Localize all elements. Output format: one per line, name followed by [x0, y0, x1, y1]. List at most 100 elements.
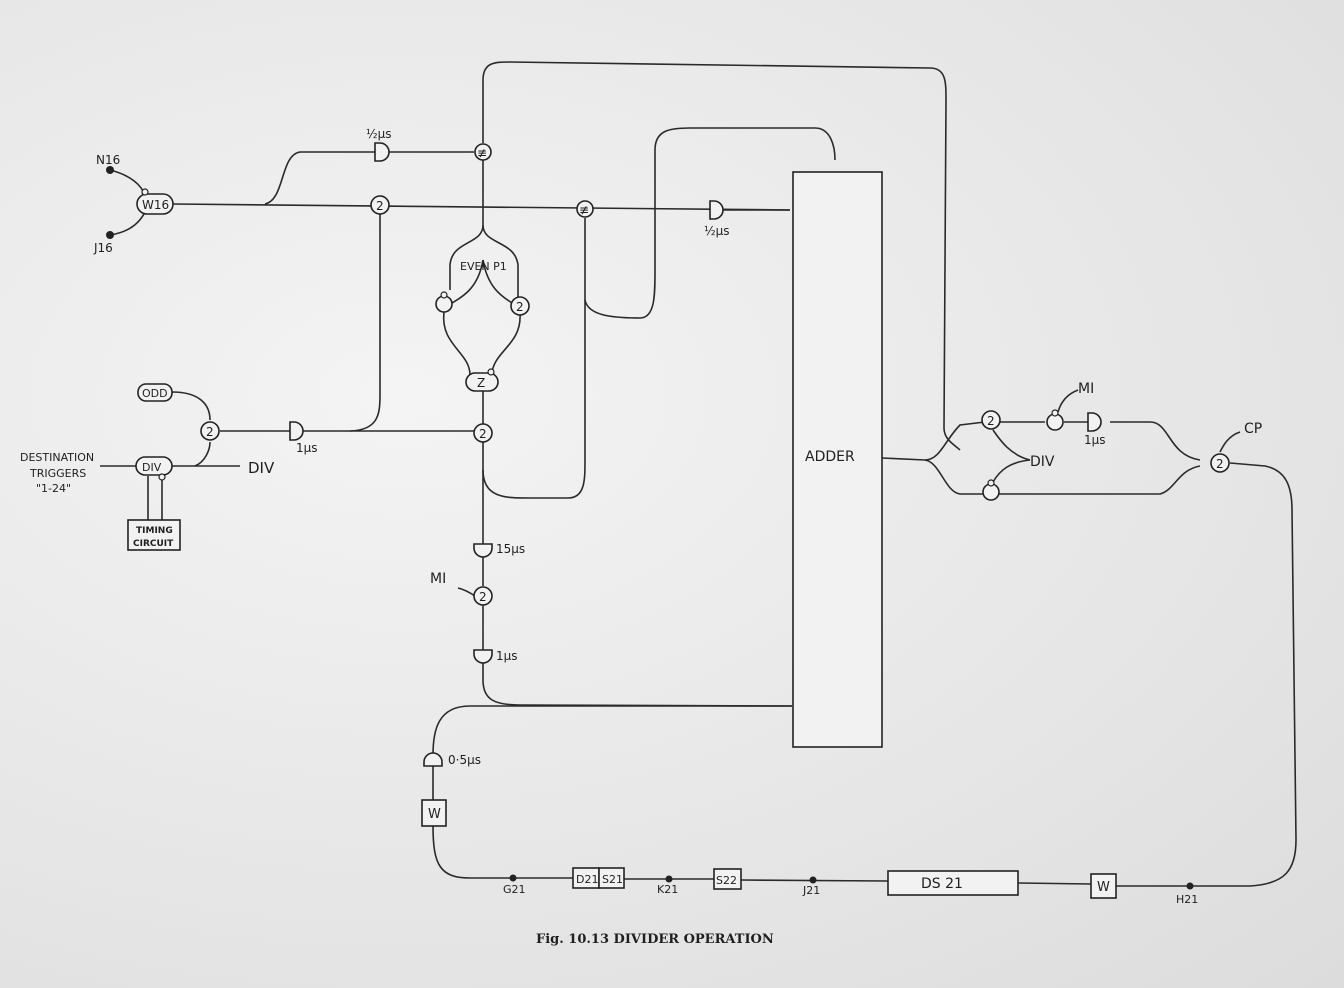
gate-2-mi	[473, 586, 493, 606]
w-box-left	[421, 799, 447, 827]
gate-2-left	[200, 421, 220, 441]
even-p1-left-inhibit-icon	[440, 291, 448, 299]
label-w16: W16	[142, 198, 169, 212]
label-half-us-right: ½μs	[704, 224, 730, 238]
z-gate	[465, 372, 499, 392]
wire-adder-out-low	[924, 459, 1201, 495]
label-h21: H21	[1176, 893, 1198, 906]
neq-top-symbol: ≢	[477, 146, 487, 160]
wire-center-loop	[482, 218, 586, 499]
timing-circuit-box	[127, 519, 181, 551]
label-range: "1-24"	[36, 482, 71, 495]
terminal-n16	[106, 166, 114, 174]
wire-right-loop	[1229, 462, 1297, 887]
wire-mi-left	[457, 587, 476, 597]
label-j16: J16	[93, 241, 113, 255]
wire-div-right-up	[992, 429, 1031, 461]
label-circuit: CIRCUIT	[133, 539, 174, 549]
label-timing: TIMING	[136, 526, 173, 536]
div-gate	[135, 456, 173, 476]
terminal-g21	[509, 874, 517, 882]
neq-gate-top	[474, 143, 492, 161]
neq-mid-symbol: ≢	[579, 203, 589, 217]
label-w-right: W	[1097, 880, 1110, 895]
label-ds21: DS 21	[921, 876, 963, 892]
delay-15us	[473, 543, 493, 558]
wire-top-loop	[482, 61, 961, 451]
label-odd: ODD	[142, 387, 168, 400]
delay-half-us-bottom	[423, 752, 443, 767]
label-half-us-top: ½μs	[366, 127, 392, 141]
label-15us: 15μs	[496, 542, 525, 556]
gate-2-right-upper	[981, 410, 1001, 430]
wire-neq2-right	[584, 127, 836, 319]
wire-1us-cp	[1110, 421, 1201, 461]
wire-cp-drop	[1219, 431, 1241, 453]
wire-to-z-right	[491, 313, 521, 376]
label-destination: DESTINATION	[20, 451, 94, 464]
label-adder: ADDER	[805, 449, 855, 465]
gate-2-cp	[1210, 453, 1230, 473]
terminal-j16	[106, 231, 114, 239]
wire-odd	[171, 391, 211, 421]
w-box-right	[1090, 873, 1117, 899]
wire-even-inner-a	[451, 259, 484, 304]
label-1us-left: 1μs	[296, 441, 318, 455]
gate-2-cp-label: 2	[1216, 457, 1224, 471]
wire-adder-out	[881, 421, 986, 461]
label-j21: J21	[802, 884, 820, 897]
odd-gate	[137, 383, 173, 402]
gate-2-left-label: 2	[206, 425, 214, 439]
terminal-j21	[809, 876, 817, 884]
label-cp: CP	[1244, 421, 1262, 437]
gate-2-center-label: 2	[479, 427, 487, 441]
wire-1us-down-to-adder	[482, 660, 793, 707]
label-d21: D21	[576, 873, 598, 886]
div-inhibit-icon	[158, 473, 166, 481]
label-div-out: DIV	[248, 459, 275, 477]
label-1us-right: 1μs	[1084, 433, 1106, 447]
gate-2-center	[473, 423, 493, 443]
mi-right-inhibit-icon	[1051, 409, 1059, 417]
wire-div-up	[194, 441, 211, 467]
label-k21: K21	[657, 883, 678, 896]
gate-2-right-upper-label: 2	[987, 414, 995, 428]
label-triggers: TRIGGERS	[29, 467, 86, 480]
label-s22: S22	[716, 874, 737, 887]
delay-1us-mid	[473, 649, 493, 664]
wire-1us-up	[349, 213, 381, 432]
wire-j16	[109, 211, 146, 236]
even-p1-right-gate-label: 2	[516, 300, 524, 314]
even-p1-right-gate	[510, 296, 530, 316]
z-inhibit-icon	[487, 368, 495, 376]
label-div-right: DIV	[1030, 454, 1055, 470]
label-div-gate: DIV	[142, 461, 162, 474]
gate-2-upper-label: 2	[376, 199, 384, 213]
label-w-left: W	[428, 807, 441, 822]
ds21-box	[887, 870, 1019, 896]
wire-div-right	[992, 459, 1031, 483]
right-lower-inhibit-icon	[987, 479, 995, 487]
delay-half-us-top	[374, 142, 390, 162]
label-1us-mid: 1μs	[496, 649, 518, 663]
adder-block	[792, 171, 883, 748]
wire-ds-to-w	[1017, 882, 1092, 885]
terminal-h21	[1186, 882, 1194, 890]
gate-2-upper	[370, 195, 390, 215]
wire-n16	[109, 169, 146, 197]
wire-neq-down-right	[482, 224, 519, 298]
delay-1us-left	[289, 421, 304, 441]
label-z: Z	[477, 376, 485, 390]
delay-half-us-right	[709, 200, 724, 220]
figure-caption: Fig. 10.13 DIVIDER OPERATION	[536, 932, 774, 947]
label-n16: N16	[96, 153, 120, 167]
label-s21: S21	[602, 873, 623, 886]
wire-w16-main	[172, 203, 791, 211]
label-g21: G21	[503, 883, 526, 896]
label-half-us-bottom: 0·5μs	[448, 753, 481, 767]
w16-gate	[136, 193, 174, 215]
wire-bottom-left	[432, 705, 792, 756]
s22-box	[713, 868, 742, 890]
